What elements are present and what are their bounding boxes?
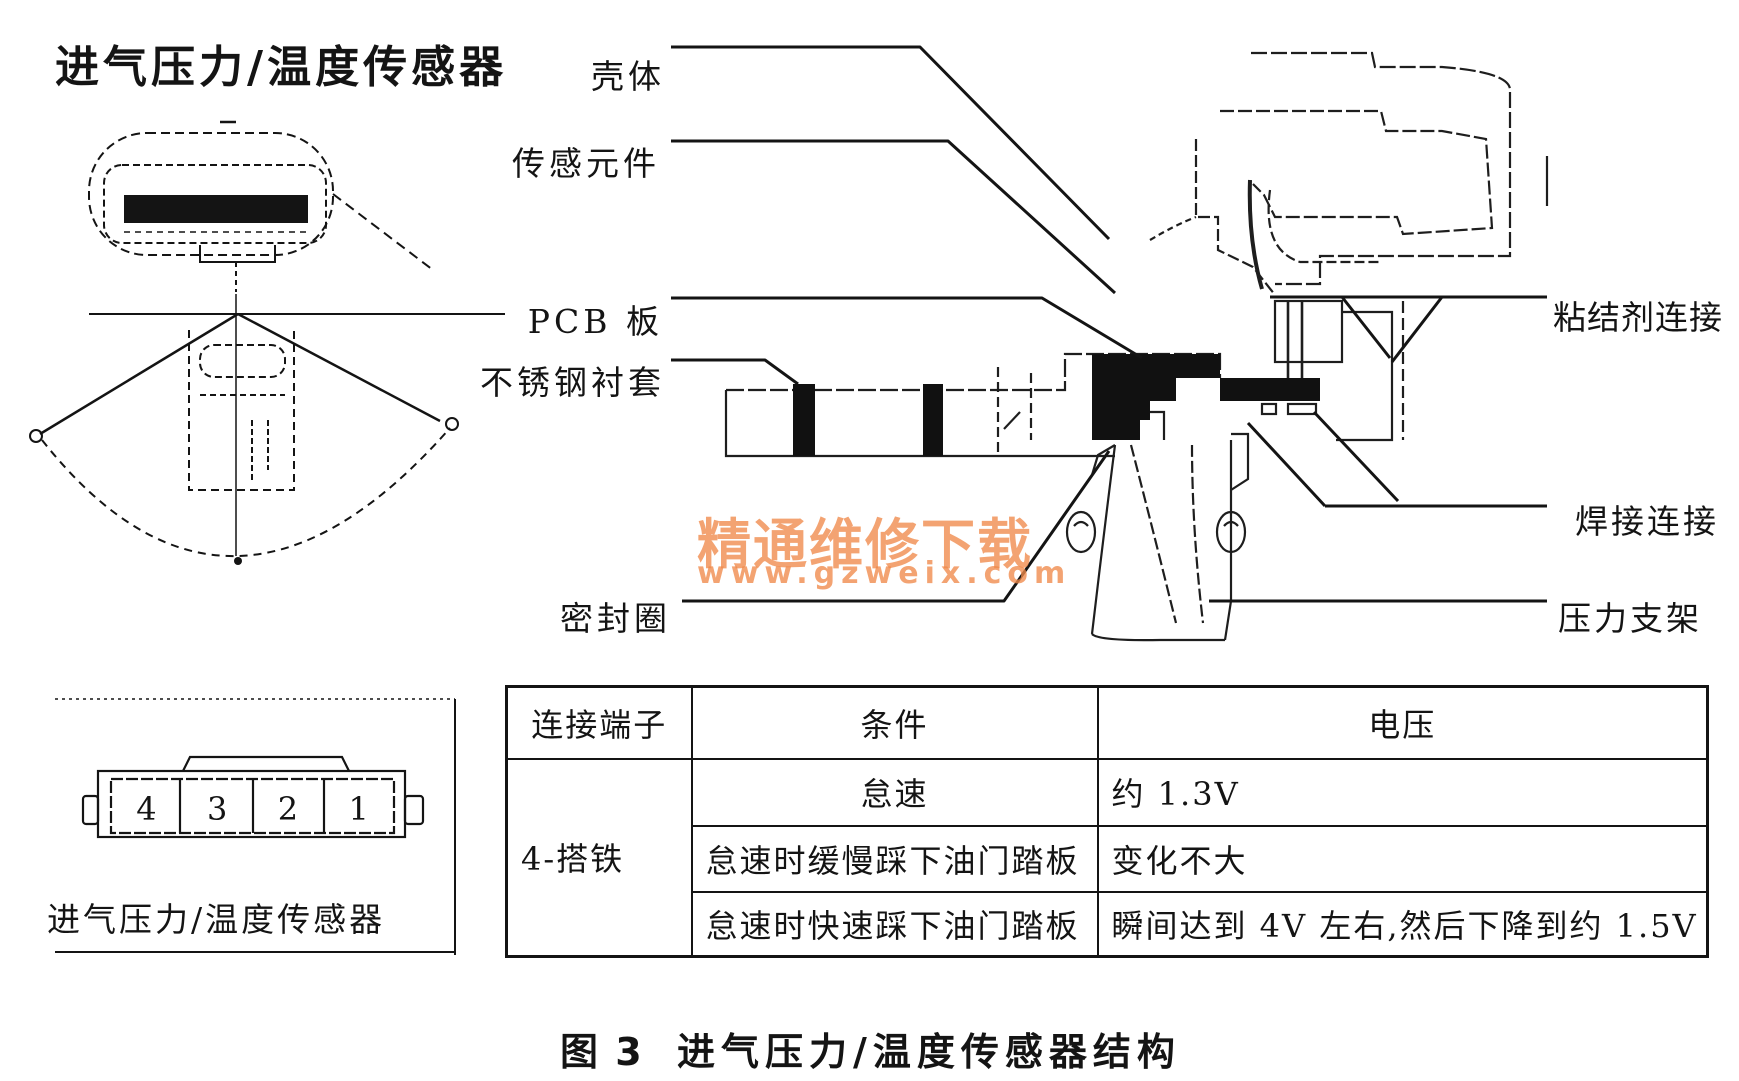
cell-condition: 怠速时快速踩下油门踏板 bbox=[690, 890, 1099, 958]
voltage-table: 连接端子 条件 电压 4-搭铁 怠速 约 1.3V 怠速时缓慢踩下油门踏板 变化… bbox=[505, 685, 1709, 958]
connector-pin-view bbox=[55, 698, 456, 955]
label-pcb-board: PCB 板 bbox=[527, 302, 663, 341]
tube-inner-tick bbox=[1003, 411, 1021, 430]
bracket-right-inner bbox=[1190, 444, 1205, 624]
pcb-board-fill bbox=[1092, 354, 1220, 440]
housing-inner-step bbox=[1220, 109, 1494, 236]
leader-line-solder-branch-b bbox=[1312, 410, 1400, 503]
pin-label: 3 bbox=[206, 790, 228, 828]
cell-terminal: 4-搭铁 bbox=[505, 757, 693, 958]
connector-side-tab-right bbox=[403, 794, 425, 826]
watermark-url: www.gzweix.com bbox=[697, 556, 1072, 591]
header-condition: 条件 bbox=[690, 685, 1099, 760]
swing-bottom-dot bbox=[234, 557, 242, 565]
bracket-right-outer bbox=[1223, 440, 1233, 641]
table-row: 怠速时缓慢踩下油门踏板 变化不大 bbox=[507, 824, 1709, 893]
table-header-row: 连接端子 条件 电压 bbox=[505, 685, 1709, 760]
sensing-element-fill bbox=[1120, 401, 1150, 440]
bushing-tube-bottom bbox=[724, 390, 1115, 458]
bracket-left-outer bbox=[1090, 444, 1117, 635]
swing-end-right bbox=[445, 417, 459, 431]
seal-ring-left bbox=[1065, 510, 1097, 554]
pin-label: 1 bbox=[348, 790, 369, 828]
solder-pad-left bbox=[1260, 402, 1278, 416]
bracket-right-step bbox=[1230, 432, 1250, 491]
housing-left-wall bbox=[1194, 139, 1276, 296]
leader-line-adhesive-branch-a bbox=[1390, 296, 1444, 363]
connector-latch-tab bbox=[182, 755, 350, 772]
swing-arm-left bbox=[39, 312, 239, 436]
connector-side-tab-left bbox=[81, 794, 100, 826]
voltage-table-container: 连接端子 条件 电压 4-搭铁 怠速 约 1.3V 怠速时缓慢踩下油门踏板 变化… bbox=[505, 685, 1709, 958]
cell-voltage: 瞬间达到 4V 左右,然后下降到约 1.5V bbox=[1096, 890, 1709, 958]
label-pressure-bracket: 压力支架 bbox=[1558, 599, 1702, 638]
leader-line-pcb-board bbox=[671, 296, 1143, 360]
adhesive-block bbox=[1273, 299, 1344, 364]
leader-line-sensing-element bbox=[671, 139, 1117, 295]
cell-voltage: 变化不大 bbox=[1096, 824, 1709, 893]
label-adhesive-joint: 粘结剂连接 bbox=[1553, 298, 1723, 337]
connector-face-view bbox=[88, 120, 434, 292]
pcb-contact-bar bbox=[1220, 378, 1320, 401]
face-projection-line bbox=[332, 193, 434, 271]
header-voltage: 电压 bbox=[1096, 685, 1709, 760]
housing-cavity-curve bbox=[1267, 189, 1380, 264]
leader-line-stainless-bushing bbox=[671, 358, 799, 386]
swing-arc bbox=[41, 427, 451, 557]
table-row: 怠速时快速踩下油门踏板 瞬间达到 4V 左右,然后下降到约 1.5V bbox=[507, 890, 1709, 958]
label-sensing-element: 传感元件 bbox=[512, 144, 660, 183]
watermark-text: 精通维修下载 bbox=[697, 513, 1033, 576]
sensing-element-outline bbox=[1150, 410, 1166, 440]
face-terminal-bar bbox=[124, 195, 308, 223]
bracket-left-step bbox=[1090, 444, 1116, 476]
adhesive-right-block bbox=[1336, 310, 1394, 442]
leader-line-solder-branch-a bbox=[1246, 421, 1327, 508]
housing-left-curve bbox=[1149, 215, 1197, 241]
leader-line-housing bbox=[671, 45, 1111, 241]
pin-label: 2 bbox=[277, 790, 299, 828]
seal-ring-right-detail bbox=[1223, 520, 1239, 527]
swing-end-left bbox=[29, 429, 43, 443]
connector-pin-labels: 4 3 2 1 bbox=[111, 779, 394, 833]
cell-condition: 怠速 bbox=[690, 757, 1099, 827]
sensor-cross-section bbox=[724, 51, 1549, 642]
face-inner-outline bbox=[103, 164, 327, 244]
solder-pad-right bbox=[1286, 402, 1318, 416]
leader-lines bbox=[671, 45, 1547, 603]
label-seal-ring: 密封圈 bbox=[560, 599, 671, 638]
bushing-band-left bbox=[793, 384, 815, 456]
housing-outer-outline bbox=[1251, 51, 1512, 286]
seal-ring-right bbox=[1215, 510, 1247, 554]
label-housing: 壳体 bbox=[591, 57, 665, 96]
bushing-band-right bbox=[923, 384, 943, 456]
header-terminal: 连接端子 bbox=[505, 685, 693, 760]
housing-cavity-wall bbox=[1247, 179, 1264, 290]
label-solder-joint: 焊接连接 bbox=[1575, 502, 1719, 541]
table-row: 4-搭铁 怠速 约 1.3V bbox=[505, 757, 1709, 958]
bracket-bottom bbox=[1091, 633, 1225, 642]
face-outer-outline bbox=[88, 132, 334, 256]
swing-body-slot bbox=[199, 344, 286, 378]
leader-line-adhesive-branch-b bbox=[1340, 296, 1392, 359]
swing-body-outline bbox=[188, 330, 295, 491]
figure-number: 图 3 bbox=[560, 1030, 644, 1074]
swing-arm-right bbox=[237, 312, 441, 423]
leader-line-seal-ring bbox=[682, 450, 1111, 603]
connector-swing-view bbox=[29, 294, 505, 565]
pin-label: 4 bbox=[136, 790, 157, 828]
cell-voltage: 约 1.3V bbox=[1096, 757, 1709, 827]
label-stainless-bushing: 不锈钢衬套 bbox=[480, 363, 665, 402]
bracket-left-inner bbox=[1129, 444, 1178, 624]
figure-caption: 进气压力/温度传感器结构 bbox=[677, 1030, 1181, 1074]
cell-condition: 怠速时缓慢踩下油门踏板 bbox=[690, 824, 1099, 893]
connector-caption: 进气压力/温度传感器 bbox=[47, 900, 386, 939]
face-latch bbox=[199, 245, 276, 263]
seal-ring-left-detail bbox=[1073, 520, 1089, 527]
figure-title: 进气压力/温度传感器 bbox=[55, 42, 508, 93]
